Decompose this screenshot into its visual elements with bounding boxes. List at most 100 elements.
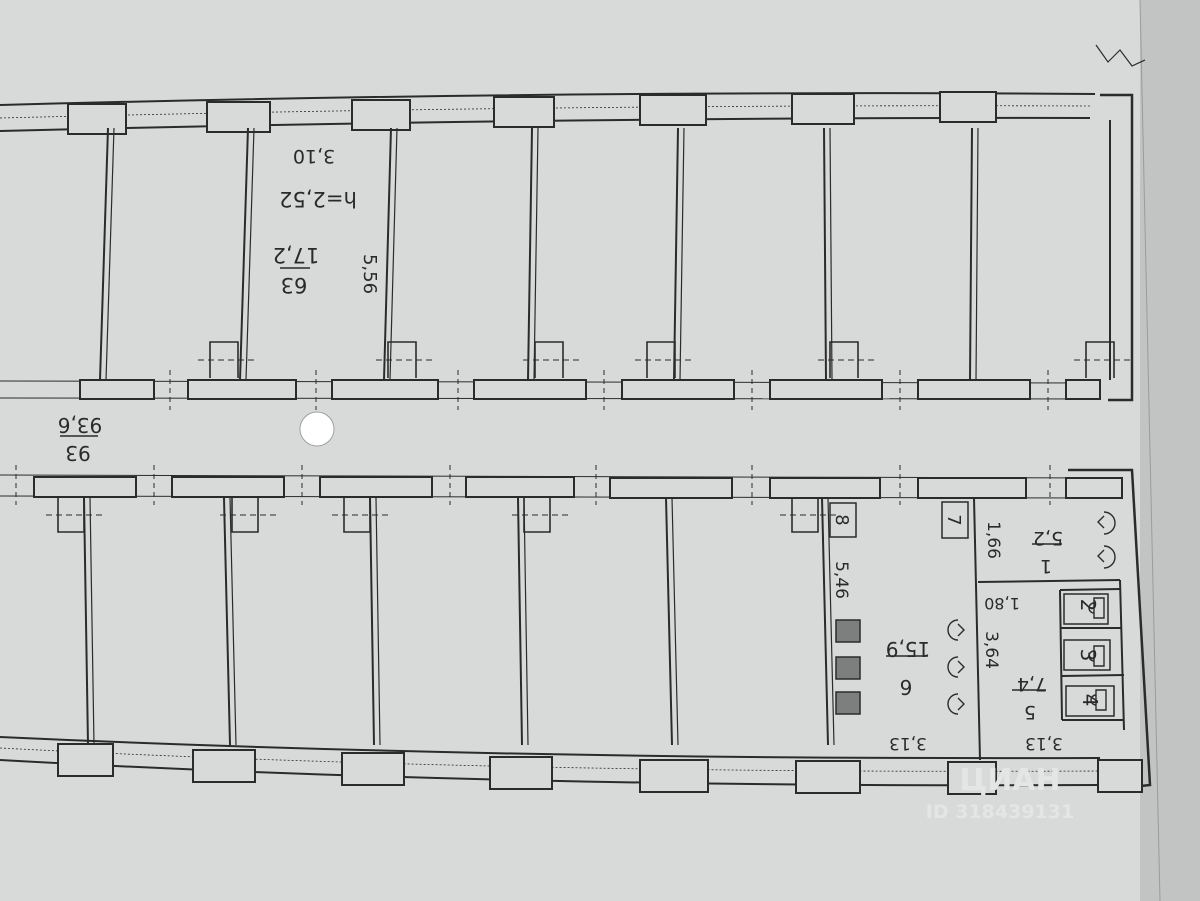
dimension-3-13-room-6: 3,13 — [889, 733, 927, 753]
partition-wall — [383, 127, 392, 381]
end-wall-right — [1100, 93, 1134, 402]
upper-partitions — [99, 127, 979, 381]
radiator-hatch — [835, 656, 861, 680]
corridor-pier — [1065, 477, 1123, 499]
bottom-facade-wall-inner — [0, 736, 1101, 760]
corridor-number: 93 — [65, 441, 90, 465]
watermark-brand: ЦИАН — [959, 763, 1060, 798]
partition-wall — [969, 127, 973, 381]
paper-edge — [1139, 0, 1161, 901]
window-bottom — [947, 761, 997, 795]
corridor-pier — [609, 477, 733, 499]
partition-wall — [517, 497, 523, 746]
partition-wall — [665, 497, 673, 746]
window-top — [639, 94, 707, 126]
sink-icon — [947, 693, 965, 715]
sanitary-block — [829, 497, 1125, 761]
lower-corridor-piers — [33, 476, 1123, 499]
room-8-number: 8 — [831, 514, 852, 525]
partition-wall — [229, 497, 237, 746]
door-marks — [46, 341, 1130, 533]
toilet-icon — [1088, 597, 1105, 619]
lower-partitions — [83, 497, 835, 746]
window-bottom — [489, 756, 553, 790]
partition-wall — [823, 127, 827, 381]
window-top — [351, 99, 411, 131]
window-bottom — [1097, 759, 1143, 793]
partition-wall — [673, 127, 679, 381]
partition-wall — [245, 127, 255, 381]
corridor-pier — [33, 476, 137, 498]
stall-door-3 — [1063, 639, 1111, 671]
paper-sheet — [0, 0, 1160, 901]
room-2-number: 2 — [1076, 599, 1100, 612]
partition-wall — [89, 497, 95, 746]
window-top — [791, 93, 855, 125]
upper-corridor-piers — [79, 379, 1101, 400]
toilet-icon — [1090, 689, 1107, 711]
corridor-pier — [769, 379, 883, 400]
partition-wall — [375, 497, 381, 746]
partition-wall — [99, 127, 109, 381]
location-marker — [299, 411, 335, 447]
room-3-number: 3 — [1076, 649, 1100, 662]
room-63-height: h=2,52 — [279, 187, 357, 211]
labels: 3,10 h=2,52 63 17,2 5,56 93 93,6 1 5,2 2… — [58, 145, 1102, 753]
partition-wall — [975, 127, 979, 381]
partition-wall — [671, 497, 679, 746]
room-1-area: 5,2 — [1033, 527, 1063, 549]
room-4-number: 4 — [1078, 694, 1102, 707]
sink-icon — [947, 619, 965, 641]
corridor-pier — [769, 477, 881, 499]
partition-wall — [821, 497, 829, 746]
partition-wall — [389, 127, 398, 381]
window-bottom — [341, 752, 405, 786]
partition-wall — [523, 497, 529, 746]
dimension-1-66: 1,66 — [983, 521, 1003, 559]
partition-wall — [827, 497, 835, 746]
partition-wall — [223, 497, 231, 746]
partition-wall — [239, 127, 249, 381]
small-door-8 — [829, 502, 857, 538]
top-windows — [67, 91, 997, 135]
sink-icon — [1097, 511, 1116, 535]
corridor-pier — [319, 476, 433, 498]
window-top — [493, 96, 555, 128]
window-bottom — [192, 749, 256, 783]
corridor-pier — [473, 379, 587, 400]
stall-door-2 — [1063, 593, 1109, 625]
room-63-width: 3,10 — [293, 145, 335, 167]
dimension-1-80: 1,80 — [984, 594, 1020, 613]
break-line — [1095, 44, 1146, 67]
room-63-depth: 5,56 — [359, 254, 380, 294]
wc-wall-vertical — [973, 497, 981, 761]
partition-wall — [83, 497, 89, 746]
corridor-pier — [917, 477, 1027, 499]
window-bottom — [57, 743, 114, 777]
window-top — [67, 103, 127, 135]
room-63-number: 63 — [281, 273, 308, 297]
corridor-pier — [79, 379, 155, 400]
wc-stall-right — [1119, 579, 1125, 731]
window-bottom — [639, 759, 709, 793]
room-1-number: 1 — [1040, 555, 1052, 577]
toilet-icon — [1088, 645, 1105, 667]
window-bottom — [795, 760, 861, 794]
window-top — [939, 91, 997, 123]
fixtures — [947, 511, 1116, 715]
corridor-pier — [187, 379, 297, 400]
small-door-7 — [941, 501, 969, 539]
dimension-5-46: 5,46 — [831, 561, 851, 599]
radiators — [835, 619, 861, 715]
radiator-hatch — [835, 691, 861, 715]
partition-wall — [105, 127, 115, 381]
top-facade-wall-outer — [0, 92, 1096, 106]
corridor-pier — [465, 476, 575, 498]
stall-door-4 — [1065, 685, 1115, 717]
corridor-pier — [1065, 379, 1101, 400]
partition-wall — [829, 127, 833, 381]
room-5-number: 5 — [1024, 701, 1036, 723]
partition-wall — [679, 127, 685, 381]
